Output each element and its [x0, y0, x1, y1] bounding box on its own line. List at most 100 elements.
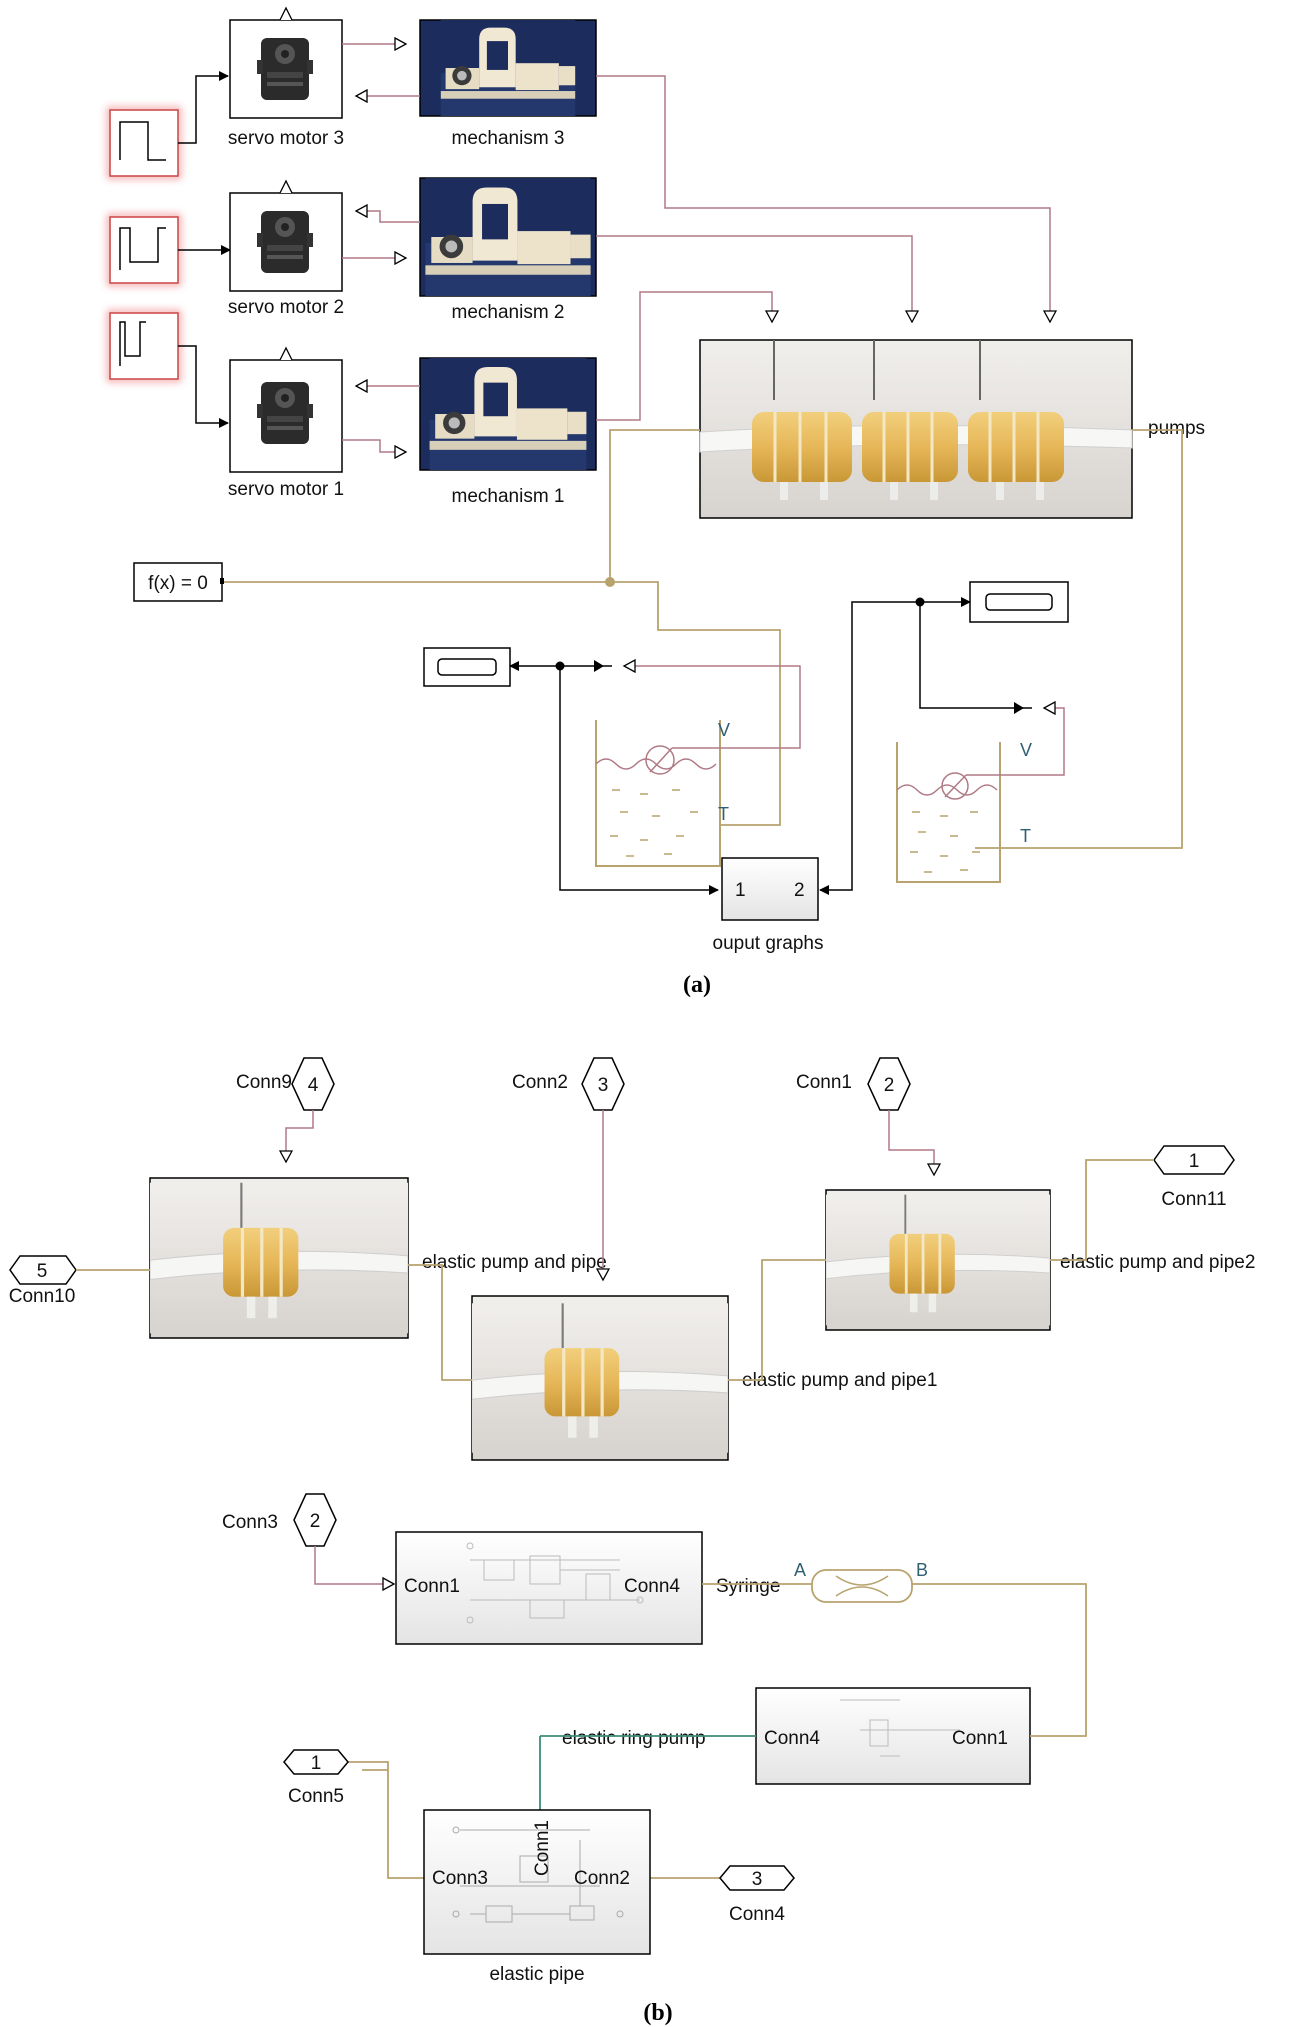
servo-motor-3-block[interactable]: [229, 6, 343, 119]
conn4-label: Conn4: [729, 1904, 785, 1925]
tank-right-v-label: V: [1020, 740, 1032, 760]
measurement-signal-lines: [509, 597, 1032, 895]
conn5-number: 1: [311, 1753, 322, 1774]
fx-label: f(x) = 0: [148, 573, 208, 594]
syringe-label: Syringe: [716, 1576, 780, 1597]
pump-photo-3: [968, 412, 1064, 482]
orifice-block[interactable]: [811, 1569, 913, 1603]
servo-motor-2-label: servo motor 2: [228, 297, 344, 318]
part-b-bottom: 2 Conn3 Conn1 Conn4 Syringe A B: [222, 1493, 1087, 2026]
conn1-port[interactable]: [867, 1057, 911, 1111]
mechanism-2-block[interactable]: [419, 177, 597, 297]
mechanism-3-block[interactable]: [419, 19, 597, 117]
physical-lines: [224, 429, 1183, 849]
branch-dot-right: [915, 597, 925, 607]
arrow-head-right: [1014, 702, 1024, 714]
top-fluid-links: [76, 1159, 1154, 1381]
pipe-conn3: Conn3: [432, 1868, 488, 1889]
output-graphs-scope[interactable]: [721, 857, 819, 921]
junction-dot: [605, 577, 615, 587]
mechanism-pump-links: [596, 75, 1050, 421]
mechanism-1-block[interactable]: [419, 357, 597, 471]
conn4-port[interactable]: [719, 1865, 795, 1891]
tank-left-v-label: V: [718, 720, 730, 740]
ring-conn4: Conn4: [764, 1728, 820, 1749]
pulse-generator-2[interactable]: [107, 214, 181, 286]
conn9-number: 4: [308, 1075, 319, 1096]
conn3-number: 2: [310, 1511, 321, 1532]
pipe-conn1: Conn1: [532, 1820, 553, 1876]
conn3-link: [314, 1546, 394, 1584]
mechanism-2-label: mechanism 2: [452, 302, 565, 323]
servo-motor-1-block[interactable]: [229, 346, 343, 473]
tank-left[interactable]: [595, 720, 721, 867]
ring-label: elastic ring pump: [562, 1728, 706, 1749]
tank-left-t-label: T: [718, 804, 729, 824]
conn9-label: Conn9: [236, 1072, 292, 1093]
conn4-number: 3: [752, 1869, 763, 1890]
pump1-label: elastic pump and pipe: [422, 1252, 607, 1273]
output-graphs-label: ouput graphs: [713, 933, 824, 954]
elastic-pipe-label: elastic pipe: [489, 1964, 584, 1985]
syringe-subsystem[interactable]: [395, 1531, 703, 1645]
scope-port-1: 1: [735, 880, 746, 901]
bottom-fluid-links: [348, 1583, 1087, 1879]
caption-b: (b): [643, 2000, 672, 2026]
pump3-label: elastic pump and pipe2: [1060, 1252, 1255, 1273]
servo-motor-2-block[interactable]: [229, 179, 343, 292]
conn3-label: Conn3: [222, 1512, 278, 1533]
conn1-label: Conn1: [796, 1072, 852, 1093]
conn10-number: 5: [37, 1261, 48, 1282]
pump-photo-2: [862, 412, 958, 482]
signal-line-1: [178, 345, 229, 428]
mechanism-1-label: mechanism 1: [452, 486, 565, 507]
conn5-port[interactable]: [283, 1749, 349, 1775]
display-left[interactable]: [423, 647, 511, 687]
elastic-pump-and-pipe-block[interactable]: [149, 1177, 409, 1339]
conn2-port[interactable]: [581, 1057, 625, 1111]
conn2-label: Conn2: [512, 1072, 568, 1093]
conn1-number: 2: [884, 1075, 895, 1096]
pipe-conn2: Conn2: [574, 1868, 630, 1889]
pulse-generator-3[interactable]: [107, 107, 181, 179]
pump-photo-1: [752, 412, 852, 482]
branch-dot-left: [555, 661, 565, 671]
arrow-head-left: [594, 660, 604, 672]
conn9-port[interactable]: [291, 1050, 335, 1111]
ring-conn1: Conn1: [952, 1728, 1008, 1749]
scope-port-2: 2: [794, 880, 805, 901]
signal-line-3: [178, 71, 229, 144]
conn11-label: Conn11: [1161, 1189, 1226, 1210]
conn3-port[interactable]: [293, 1493, 337, 1547]
pumps-block[interactable]: [699, 339, 1133, 519]
elastic-ring-pump-subsystem[interactable]: [755, 1687, 1031, 1785]
part-b-top: 4 3 2 Conn9 Conn2 Conn1 5 Conn10 1 Conn1…: [9, 1050, 1255, 1461]
tank-right-t-label: T: [1020, 826, 1031, 846]
conn5-label: Conn5: [288, 1786, 344, 1807]
elastic-pump-and-pipe2-block[interactable]: [825, 1189, 1051, 1331]
orifice-port-a: A: [794, 1560, 806, 1580]
servo-motor-3-label: servo motor 3: [228, 128, 344, 149]
pump2-label: elastic pump and pipe1: [742, 1370, 937, 1391]
syringe-conn4: Conn4: [624, 1576, 680, 1597]
conn10-port[interactable]: [9, 1255, 77, 1285]
conn2-number: 3: [598, 1075, 609, 1096]
pumps-label: pumps: [1148, 418, 1205, 439]
syringe-conn1: Conn1: [404, 1576, 460, 1597]
conn10-label: Conn10: [9, 1286, 76, 1307]
caption-a: (a): [683, 972, 711, 998]
solver-config-block[interactable]: [133, 562, 224, 602]
part-a: servo motor 3 servo motor 2 servo motor …: [107, 6, 1205, 998]
servo-mechanism-links: [342, 44, 420, 452]
pulse-generator-1[interactable]: [107, 310, 181, 382]
display-right[interactable]: [969, 581, 1069, 623]
servo-motor-1-label: servo motor 1: [228, 479, 344, 500]
elastic-pipe-subsystem[interactable]: [423, 1809, 651, 1955]
conn11-number: 1: [1189, 1151, 1200, 1172]
top-connector-links: [286, 1110, 934, 1280]
orifice-port-b: B: [916, 1560, 928, 1580]
mechanism-3-label: mechanism 3: [452, 128, 565, 149]
elastic-pump-and-pipe1-block[interactable]: [471, 1295, 729, 1461]
tank-right[interactable]: [896, 742, 1001, 883]
